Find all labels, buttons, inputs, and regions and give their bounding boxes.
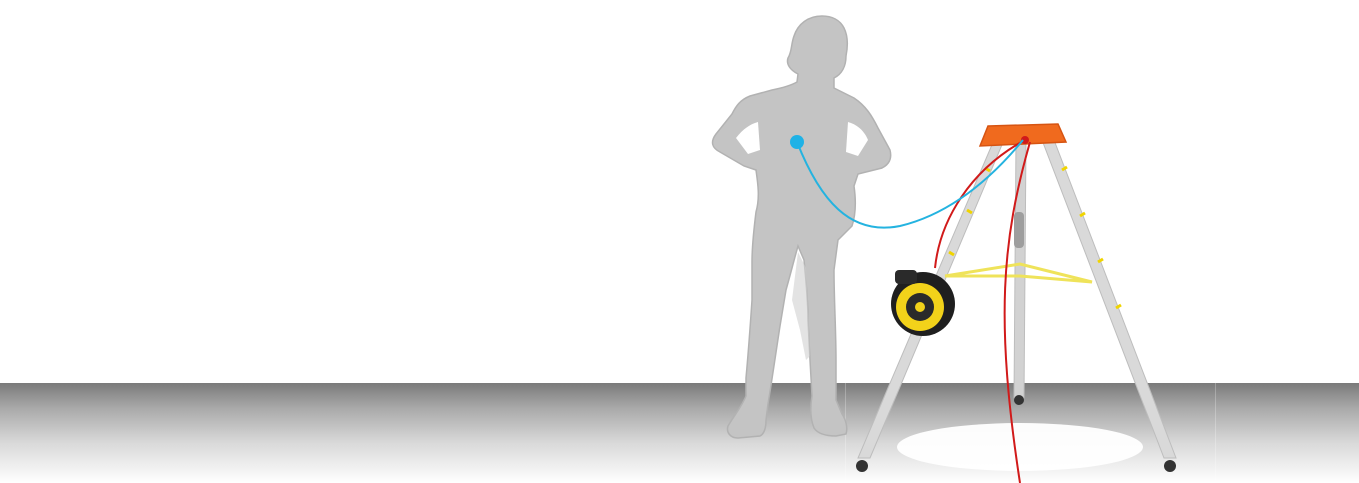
worker-silhouette-icon [713,16,891,438]
harness-attachment-point [790,135,804,149]
confined-space-opening [897,423,1143,471]
